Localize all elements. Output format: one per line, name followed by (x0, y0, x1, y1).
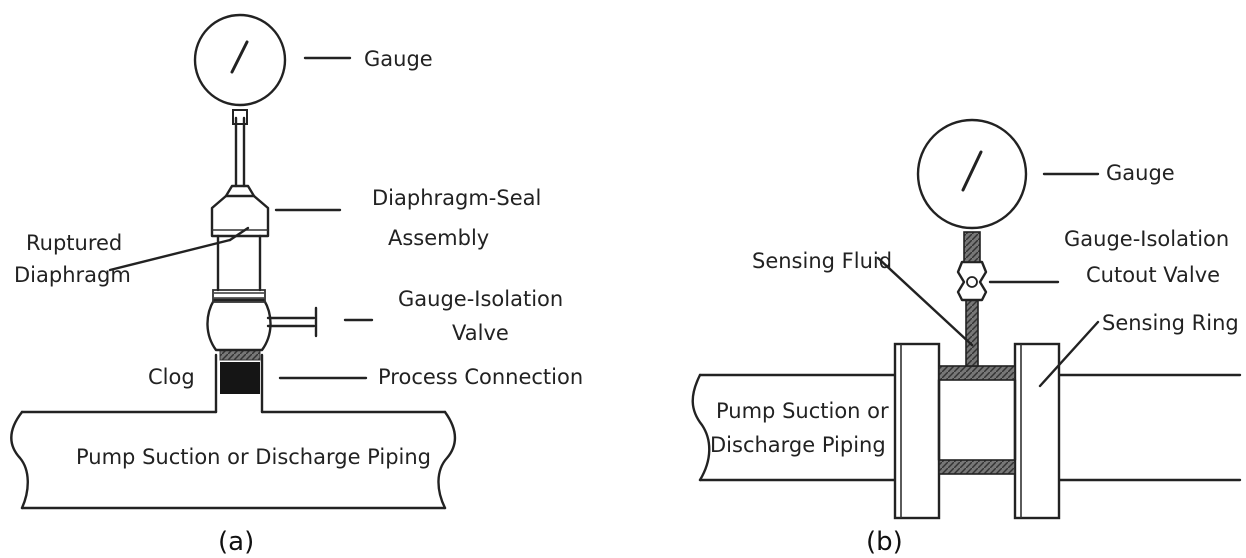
label-discharge-piping: Discharge Piping (710, 433, 886, 457)
label-ruptured: Ruptured (26, 231, 122, 255)
pipe-b (691, 373, 1242, 482)
label-diaphragm-seal: Diaphragm-Seal (372, 186, 541, 210)
gauge-needle-a (230, 40, 249, 74)
label-piping-a: Pump Suction or Discharge Piping (76, 445, 431, 469)
diagram-a: Gauge Diaphragm-Seal Assembly Ruptured D… (10, 13, 583, 557)
label-process-connection: Process Connection (378, 365, 583, 389)
diagram-b: Gauge Gauge-Isolation Cutout Valve Sensi… (691, 118, 1242, 557)
label-gauge-a: Gauge (364, 47, 433, 71)
pipe-a (10, 410, 457, 510)
process-connection-block (220, 362, 260, 394)
label-cutout-valve: Cutout Valve (1086, 263, 1220, 287)
valve-body-a (206, 298, 272, 352)
gauge-needle-b (961, 150, 983, 192)
gauge-a (193, 13, 287, 107)
label-assembly: Assembly (388, 226, 489, 250)
label-gauge-b: Gauge (1106, 161, 1175, 185)
caption-a: (a) (218, 527, 254, 557)
label-gauge-isolation-a: Gauge-Isolation (398, 287, 563, 311)
label-gauge-isolation-b: Gauge-Isolation (1064, 227, 1229, 251)
cutout-valve (956, 260, 988, 302)
label-valve: Valve (452, 321, 509, 345)
label-sensing-fluid: Sensing Fluid (752, 249, 892, 273)
isolation-valve-stem (266, 316, 316, 328)
sensing-ring-bottom (938, 459, 1016, 475)
sensing-ring-top (938, 365, 1016, 381)
label-pump-suction-or: Pump Suction or (716, 399, 889, 423)
label-sensing-ring: Sensing Ring (1102, 311, 1239, 335)
label-diaphragm: Diaphragm (14, 263, 131, 287)
sensing-fluid-column (965, 299, 979, 367)
label-clog: Clog (148, 365, 195, 389)
caption-b: (b) (866, 527, 903, 557)
